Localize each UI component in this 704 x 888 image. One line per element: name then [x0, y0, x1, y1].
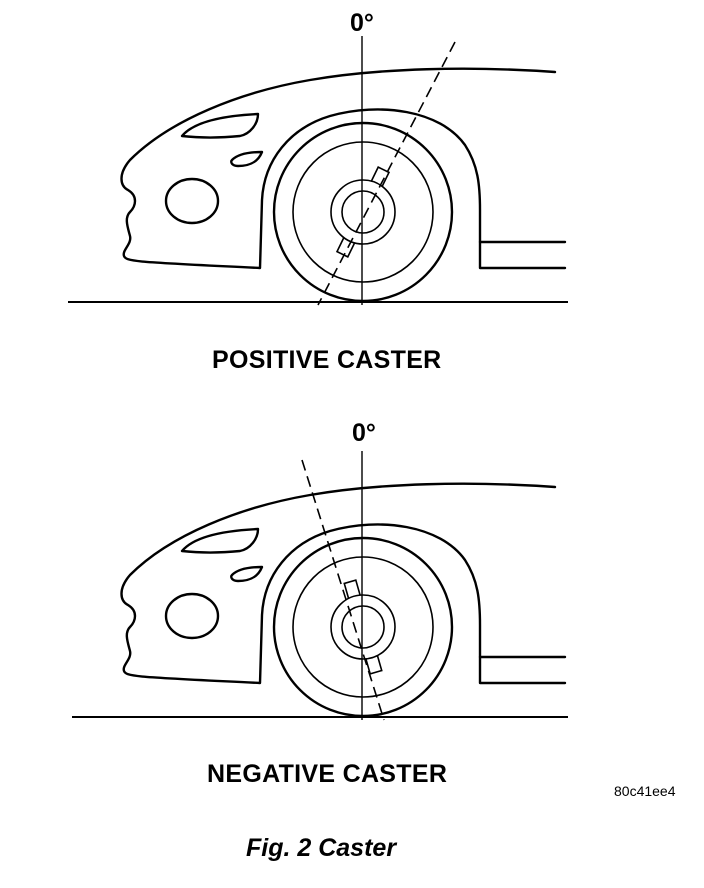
headlight-lower: [230, 150, 264, 168]
zero-degree-label: 0°: [352, 419, 376, 447]
positive-caster-caption: POSITIVE CASTER: [212, 346, 442, 374]
fog-light: [164, 177, 220, 225]
wheel: [272, 536, 454, 718]
negative-caster-diagram: 0°: [72, 419, 568, 721]
car-front-outline: [120, 67, 567, 270]
figure-title: Fig. 2 Caster: [246, 834, 397, 862]
negative-caster-caption: NEGATIVE CASTER: [207, 760, 448, 788]
positive-caster-diagram: 0°: [68, 9, 568, 306]
fog-light: [164, 592, 220, 640]
steering-axis-line: [301, 459, 385, 721]
wheel: [272, 121, 454, 303]
car-front-outline: [120, 482, 567, 685]
zero-degree-label: 0°: [350, 9, 374, 37]
figure-code: 80c41ee4: [614, 783, 676, 799]
headlight-lower: [230, 565, 264, 583]
headlight-upper: [180, 527, 260, 554]
headlight-upper: [180, 112, 260, 139]
steering-axis-line: [317, 41, 456, 306]
